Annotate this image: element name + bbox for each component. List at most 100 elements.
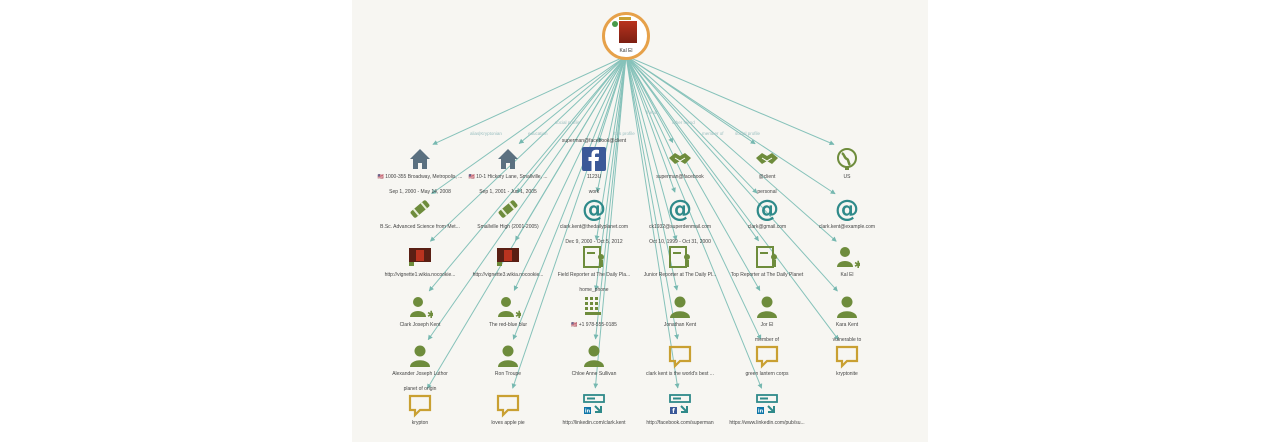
graph-node[interactable]: superman@facebook — [626, 146, 734, 180]
edge-label: other friend — [672, 120, 695, 125]
graph-node[interactable]: clark kent is the world's best ... — [626, 343, 734, 377]
node-label: Kal El — [840, 272, 854, 278]
person-icon — [670, 296, 690, 318]
node-sub-label: work — [588, 189, 600, 195]
diploma-icon — [410, 200, 430, 218]
graph-node[interactable]: 🇺🇸 10-1 Hickory Lane, Smallville, ... — [454, 146, 562, 180]
graph-node[interactable]: US — [793, 146, 901, 180]
graph-node[interactable]: Field Reporter at The Daily Pla... — [540, 244, 648, 278]
edge-label: member of — [702, 131, 724, 136]
edge-line — [625, 55, 763, 389]
node-sub-label: home_phone — [579, 287, 609, 293]
graph-node[interactable]: green lantern corps — [713, 343, 821, 377]
person-alias-icon: ✱ — [837, 247, 860, 270]
linkedin-icon: in — [756, 394, 778, 415]
edge-line — [625, 55, 839, 341]
graph-node[interactable]: 🇺🇸 +1 978-555-0185 — [540, 294, 648, 328]
svg-text:✱: ✱ — [854, 260, 860, 270]
root-node[interactable]: Kal El — [602, 12, 650, 60]
employment-icon — [669, 246, 690, 268]
graph-node[interactable]: Top Reporter at The Daily Planet — [713, 244, 821, 278]
graph-node[interactable]: 🇺🇸 1000-355 Broadway, Metropolis, ... — [366, 146, 474, 180]
graph-node[interactable]: http://vignette1.wikia.nocookie... — [366, 244, 474, 278]
edge-line — [511, 55, 627, 389]
globe-icon — [837, 148, 857, 170]
graph-node[interactable]: kryptonite — [793, 343, 901, 377]
svg-text:✱: ✱ — [427, 310, 433, 320]
graph-node[interactable]: @ clark.kent@example.com — [793, 196, 901, 230]
at-icon: @ — [835, 196, 859, 222]
graph-node[interactable]: ✱Clark Joseph Kent — [366, 294, 474, 328]
person-icon — [410, 345, 430, 367]
node-sub-label: personal — [757, 189, 777, 195]
edge-line — [625, 55, 836, 195]
edge-label: has profile — [614, 131, 635, 136]
edge-label: social profile — [555, 120, 581, 125]
edge-line — [625, 55, 760, 242]
graph-node[interactable]: @ck1932@superdenmail.com — [626, 196, 734, 230]
graph-node[interactable]: @clark.kent@thedailyplanet.com — [540, 196, 648, 230]
edge-line — [625, 55, 680, 389]
employment-icon — [583, 246, 604, 268]
graph-node[interactable]: ✱The red-blue blur — [454, 294, 562, 328]
edge-line — [625, 55, 837, 242]
edge-line — [432, 55, 627, 145]
status-dot-icon — [612, 21, 618, 27]
facebook-icon — [582, 147, 606, 171]
graph-node[interactable]: Smallville High (2001-2005) — [454, 196, 562, 230]
edge-line — [512, 55, 627, 340]
edge-line — [625, 55, 835, 146]
node-label: clark.kent@example.com — [818, 224, 876, 230]
edge-line — [625, 55, 680, 340]
at-icon: @ — [755, 196, 779, 222]
diploma-icon — [498, 200, 518, 218]
graph-node[interactable]: 1123U — [540, 146, 648, 180]
person-icon — [757, 296, 777, 318]
edge-line — [625, 55, 761, 291]
node-sub-label: member of — [755, 337, 779, 343]
node-sub-label: Sep 1, 2000 - May 14, 2008 — [389, 189, 451, 195]
graph-node[interactable]: B.Sc. Advanced Science from Met... — [366, 196, 474, 230]
comment-icon — [835, 345, 859, 369]
linkedin-icon: in — [583, 394, 605, 415]
root-label: Kal El — [619, 48, 633, 54]
graph-node[interactable]: http://vignette3.wikia.nocookie... — [454, 244, 562, 278]
graph-node[interactable]: Chloe Anne Sullivan — [540, 343, 648, 377]
phone-icon — [585, 297, 601, 315]
edge-line — [625, 55, 676, 193]
graph-node[interactable]: Kara Kent — [793, 294, 901, 328]
edge-line — [513, 55, 627, 291]
edge-line — [429, 55, 627, 242]
graph-node[interactable]: @clark@gmail.com — [713, 196, 821, 230]
svg-text:@: @ — [582, 196, 606, 222]
graph-node[interactable]: Junior Reporter at The Daily Pl... — [626, 244, 734, 278]
svg-text:in: in — [758, 409, 764, 415]
node-sub-label: Sep 1, 2001 - Jun 1, 2005 — [479, 189, 537, 195]
svg-text:f: f — [672, 408, 675, 415]
house-icon — [410, 149, 430, 169]
edge-line — [427, 55, 627, 341]
comment-icon — [755, 345, 779, 369]
node-sub-label: planet of origin — [403, 386, 437, 392]
node-top-label: superman@facebook@client — [561, 138, 627, 144]
graph-node[interactable]: ✱Kal El — [793, 244, 901, 278]
svg-text:in: in — [585, 409, 591, 415]
graph-node[interactable]: Jor El — [713, 294, 821, 328]
node-label: kryptonite — [836, 371, 858, 377]
graph-canvas[interactable] — [352, 0, 928, 442]
graph-node[interactable]: Alexander Joseph Luthor — [366, 343, 474, 377]
node-label: US — [843, 174, 851, 180]
graph-node[interactable]: Ron Troupe — [454, 343, 562, 377]
person-icon — [584, 345, 604, 367]
graph-node[interactable]: @client — [713, 146, 821, 180]
graph-node[interactable]: krypton — [366, 392, 474, 426]
graph-node[interactable]: Jonathan Kent — [626, 294, 734, 328]
comment-icon — [408, 394, 432, 418]
edge-line — [593, 55, 627, 340]
graph-node[interactable]: loves apple pie — [454, 392, 562, 426]
edge-line — [428, 55, 627, 292]
